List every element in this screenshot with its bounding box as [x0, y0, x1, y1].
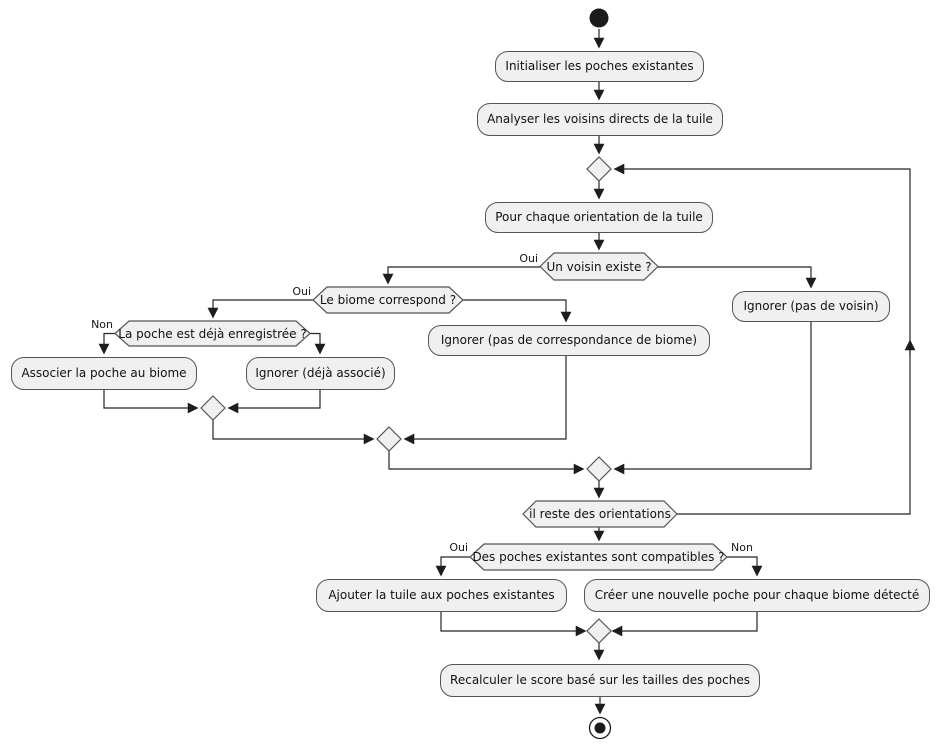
loop-merge-diamond — [586, 156, 612, 182]
edge-compatibles-oui-ajouter — [435, 556, 470, 577]
edge-unvoisin-ignorervoisin — [658, 266, 817, 289]
end-node-inner-dot — [594, 722, 606, 734]
edge-merge2-merge3 — [388, 451, 585, 475]
merge-diamond-2 — [376, 426, 402, 452]
decision-un-voisin-shape — [539, 252, 659, 281]
edge-associer-merge1 — [103, 390, 199, 414]
activity-ignorer-pas-correspondance: Ignorer (pas de correspondance de biome) — [428, 325, 710, 356]
decision-poches-compatibles-label: Des poches existantes sont compatibles ? — [472, 550, 725, 564]
activity-associer-poche: Associer la poche au biome — [11, 357, 197, 390]
merge-diamond-4 — [586, 618, 612, 644]
decision-biome-correspond-shape — [312, 286, 464, 314]
edge-biome-ignorerbiome — [463, 299, 572, 323]
edge-compatibles-non-creer — [727, 556, 763, 577]
activity-ignorer-pas-voisin: Ignorer (pas de voisin) — [732, 291, 890, 322]
merge-diamond-3 — [586, 456, 612, 482]
decision-poches-compatibles-shape — [469, 543, 728, 571]
decision-il-reste-shape — [522, 500, 678, 528]
edge-creer-merge4 — [611, 612, 758, 637]
activity-creer-nouvelle-poche: Créer une nouvelle poche pour chaque bio… — [584, 579, 930, 612]
activity-ajouter-tuile: Ajouter la tuile aux poches existantes — [316, 579, 567, 612]
edge-poche-non-associer — [98, 332, 115, 355]
decision-biome-correspond-label: Le biome correspond ? — [319, 293, 457, 307]
activity-ignorer-deja-associe: Ignorer (déjà associé) — [246, 357, 395, 390]
merge-diamond-1 — [200, 395, 226, 421]
activity-recalculer-score: Recalculer le score basé sur les tailles… — [440, 664, 760, 697]
edge-poche-ignorerdeja — [310, 332, 326, 355]
decision-il-reste-label: il reste des orientations — [529, 507, 671, 521]
branch-label-oui-biome: Oui — [292, 285, 311, 298]
edge-ignorerbiome-merge2 — [403, 356, 567, 445]
branch-label-oui-compatibles: Oui — [449, 541, 468, 554]
activity-initialiser-poches: Initialiser les poches existantes — [495, 51, 704, 82]
branch-label-oui-un-voisin: Oui — [519, 252, 538, 265]
decision-un-voisin-label: Un voisin existe ? — [546, 259, 652, 274]
activity-pour-chaque-orientation: Pour chaque orientation de la tuile — [485, 202, 713, 233]
edge-merge1-merge2 — [212, 420, 375, 445]
edge-biome-oui-poche — [207, 299, 313, 319]
start-node — [589, 8, 609, 28]
decision-poche-enregistree-shape — [114, 320, 311, 347]
branch-label-non-compatibles: Non — [731, 541, 753, 554]
edge-unvoisin-oui-biome — [382, 266, 540, 285]
edge-ignorervoisin-merge3 — [613, 322, 812, 475]
activity-analyser-voisins: Analyser les voisins directs de la tuile — [477, 103, 723, 136]
branch-label-non-poche: Non — [91, 318, 113, 331]
decision-poche-enregistree-label: La poche est déjà enregistrée ? — [118, 326, 307, 341]
edge-ajouter-merge4 — [440, 612, 587, 637]
edge-ignorerdeja-merge1 — [227, 390, 321, 414]
